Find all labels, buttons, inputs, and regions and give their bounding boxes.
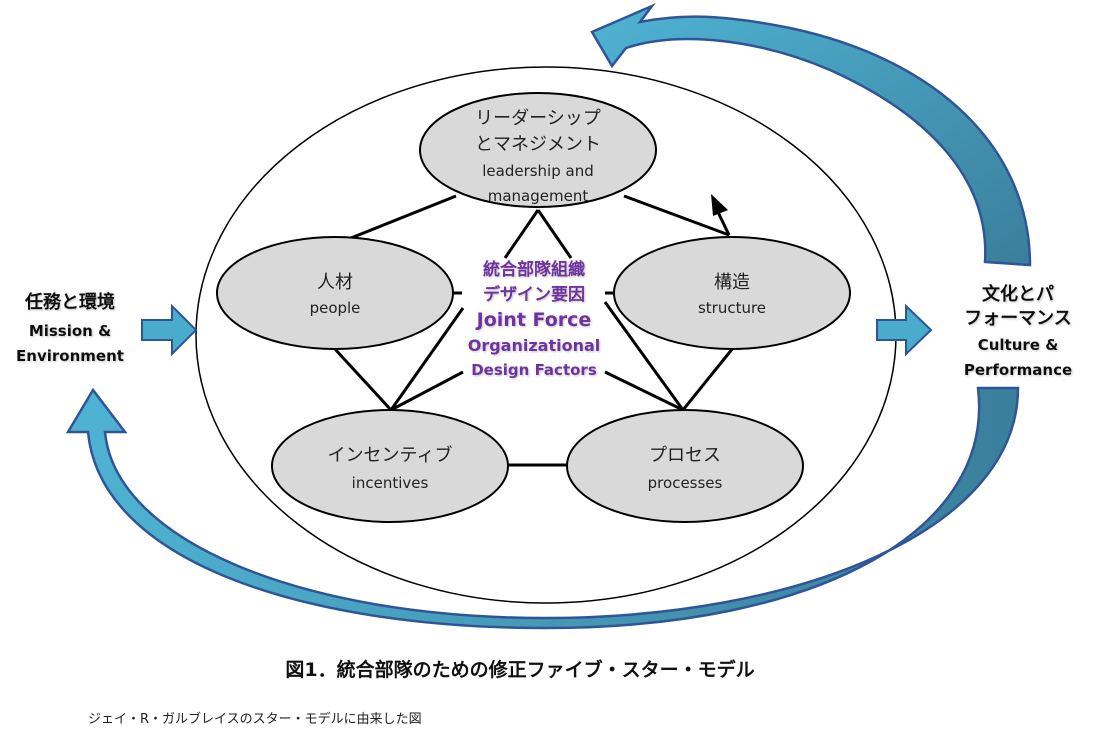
feedback-arrow-bottom <box>65 386 1020 630</box>
center-label: 統合部隊組織 デザイン要因 Joint Force Organizational… <box>468 259 601 379</box>
line-structure-arrow <box>715 209 731 236</box>
center-line-1: 統合部隊組織 <box>483 259 585 280</box>
output-en-line-1: Culture & <box>978 336 1059 354</box>
center-line-5: Design Factors <box>471 361 597 379</box>
line-leadership-center-left <box>503 209 540 259</box>
center-line-4: Organizational <box>468 336 601 355</box>
leadership-jp-line-2: とマネジメント <box>475 134 601 155</box>
input-en-line-2: Environment <box>16 347 124 365</box>
incentives-jp-label: インセンティブ <box>328 444 453 466</box>
line-structure-processes <box>681 347 735 411</box>
line-people-incentives <box>332 346 393 412</box>
line-leadership-center-right <box>536 209 573 259</box>
people-en-label: people <box>310 299 361 317</box>
figure-source-note: ジェイ・R・ガルブレイスのスター・モデルに由来した図 <box>88 712 422 727</box>
node-people: 人材 people <box>216 236 454 350</box>
leadership-jp-line-1: リーダーシップ <box>475 108 601 129</box>
line-leadership-structure <box>623 194 730 237</box>
structure-up-arrow-head <box>711 194 728 216</box>
structure-jp-label: 構造 <box>714 272 750 293</box>
input-arrow-icon <box>141 303 198 357</box>
center-line-2: デザイン要因 <box>483 284 585 305</box>
node-incentives: インセンティブ incentives <box>271 409 509 523</box>
output-jp-line-1: 文化とパ <box>982 283 1054 305</box>
processes-en-label: processes <box>648 474 723 492</box>
incentives-en-label: incentives <box>352 474 429 492</box>
figure-caption: 図1．統合部隊のための修正ファイブ・スター・モデル <box>285 659 755 681</box>
structure-en-label: structure <box>698 299 766 317</box>
node-structure: 構造 structure <box>613 236 851 350</box>
line-processes-center-left <box>604 370 684 412</box>
input-en-line-1: Mission & <box>29 322 111 340</box>
line-incentives-center-right <box>390 370 464 412</box>
center-line-3: Joint Force <box>475 309 592 331</box>
output-jp-line-2: フォーマンス <box>964 308 1072 329</box>
output-en-line-2: Performance <box>964 361 1072 379</box>
line-incentives-center-up <box>389 307 465 411</box>
leadership-en-line-2: management <box>488 187 589 205</box>
node-leadership: リーダーシップ とマネジメント leadership and managemen… <box>419 92 657 208</box>
input-jp-label: 任務と環境 <box>24 291 115 313</box>
line-processes-center-up <box>603 301 685 411</box>
output-arrow-icon <box>876 303 933 357</box>
node-processes: プロセス processes <box>566 409 804 523</box>
input-mission-environment: 任務と環境 Mission & Environment <box>16 291 124 365</box>
leadership-en-line-1: leadership and <box>482 162 594 180</box>
feedback-arrow-top <box>590 2 1032 267</box>
output-culture-performance: 文化とパ フォーマンス Culture & Performance <box>964 283 1072 379</box>
processes-jp-label: プロセス <box>649 445 721 466</box>
line-leadership-people <box>345 194 457 242</box>
people-jp-label: 人材 <box>317 272 353 293</box>
